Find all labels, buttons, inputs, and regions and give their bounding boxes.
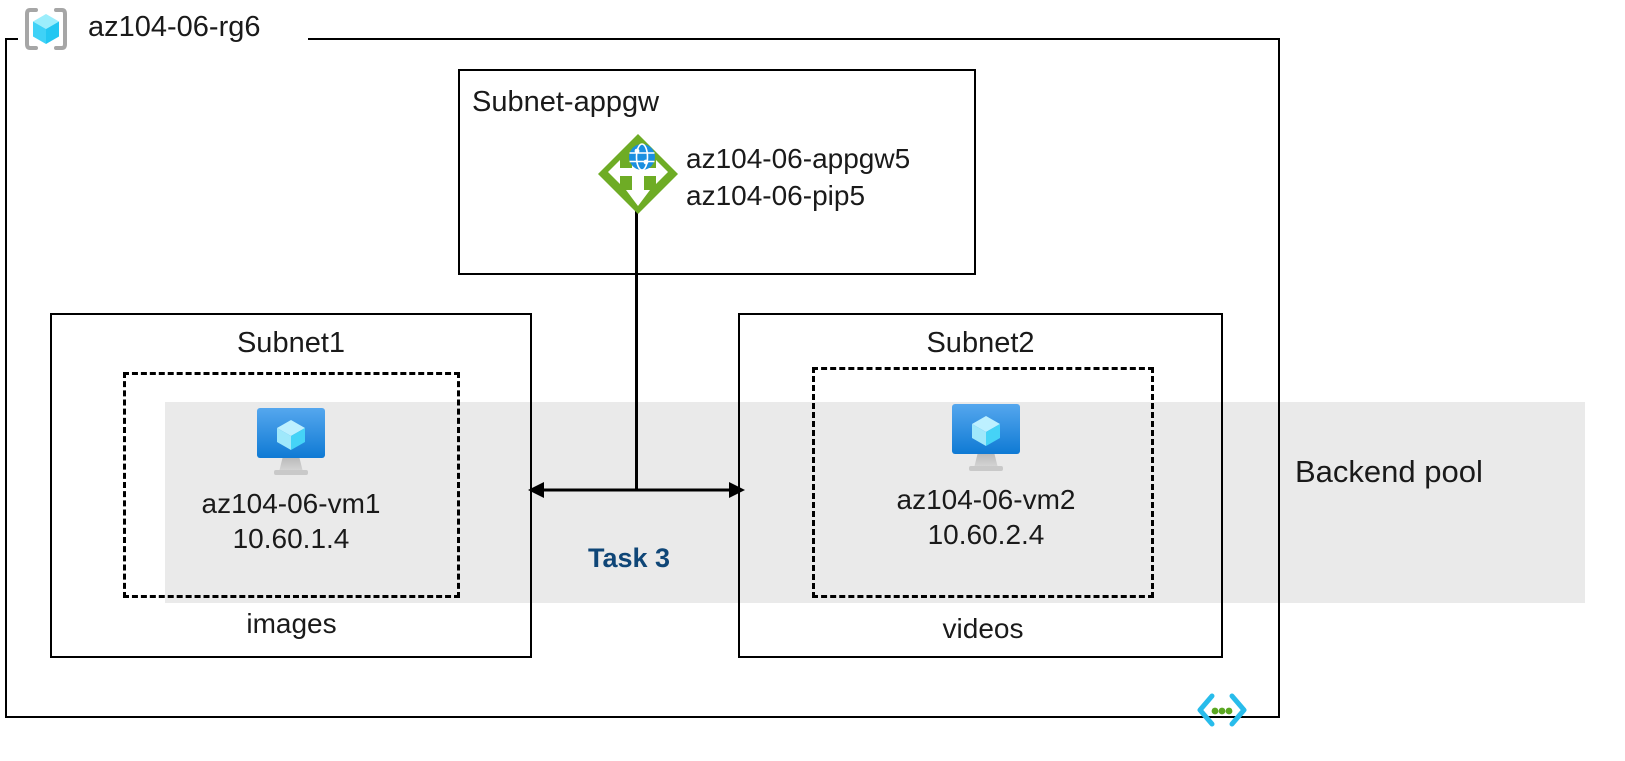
code-brackets-icon — [1196, 692, 1248, 728]
subnet2-dashed-group — [812, 367, 1154, 598]
resource-group-name-label: az104-06-rg6 — [88, 11, 261, 43]
application-gateway-labels: az104-06-appgw5 az104-06-pip5 — [686, 140, 910, 214]
application-gateway-icon — [596, 132, 680, 216]
subnet2-box — [738, 313, 1223, 658]
subnet1-title: Subnet1 — [236, 327, 346, 359]
vm1-name-label: az104-06-vm1 — [201, 488, 381, 519]
subnet2-title: Subnet2 — [926, 327, 1035, 359]
virtual-machine-icon — [160, 400, 422, 480]
appgw-name-label: az104-06-appgw5 — [686, 143, 911, 174]
vm2-name-label: az104-06-vm2 — [896, 484, 1076, 515]
backend-pool-label: Backend pool — [1295, 454, 1483, 489]
resource-group-cube-icon — [22, 6, 70, 52]
task3-label: Task 3 — [587, 543, 671, 573]
subnet1-store-label: images — [246, 608, 337, 639]
resource-group-box — [5, 38, 1280, 718]
subnet-appgw-box — [458, 69, 976, 275]
public-ip-name-label: az104-06-pip5 — [686, 180, 866, 211]
vm2-group: az104-06-vm2 10.60.2.4 — [855, 396, 1117, 552]
subnet1-dashed-group — [123, 372, 460, 598]
subnet2-store-label: videos — [942, 613, 1024, 644]
resource-group-label-gap — [18, 30, 308, 48]
backend-pool-band — [165, 402, 1585, 603]
vm1-ip-label: 10.60.1.4 — [232, 523, 350, 554]
subnet1-box — [50, 313, 532, 658]
vm1-group: az104-06-vm1 10.60.1.4 — [160, 400, 422, 556]
task3-bidirectional-arrow — [528, 482, 745, 498]
vm2-ip-label: 10.60.2.4 — [927, 519, 1045, 550]
subnet-appgw-title: Subnet-appgw — [472, 86, 660, 118]
virtual-machine-icon — [855, 396, 1117, 476]
appgw-connector-line — [635, 205, 638, 490]
